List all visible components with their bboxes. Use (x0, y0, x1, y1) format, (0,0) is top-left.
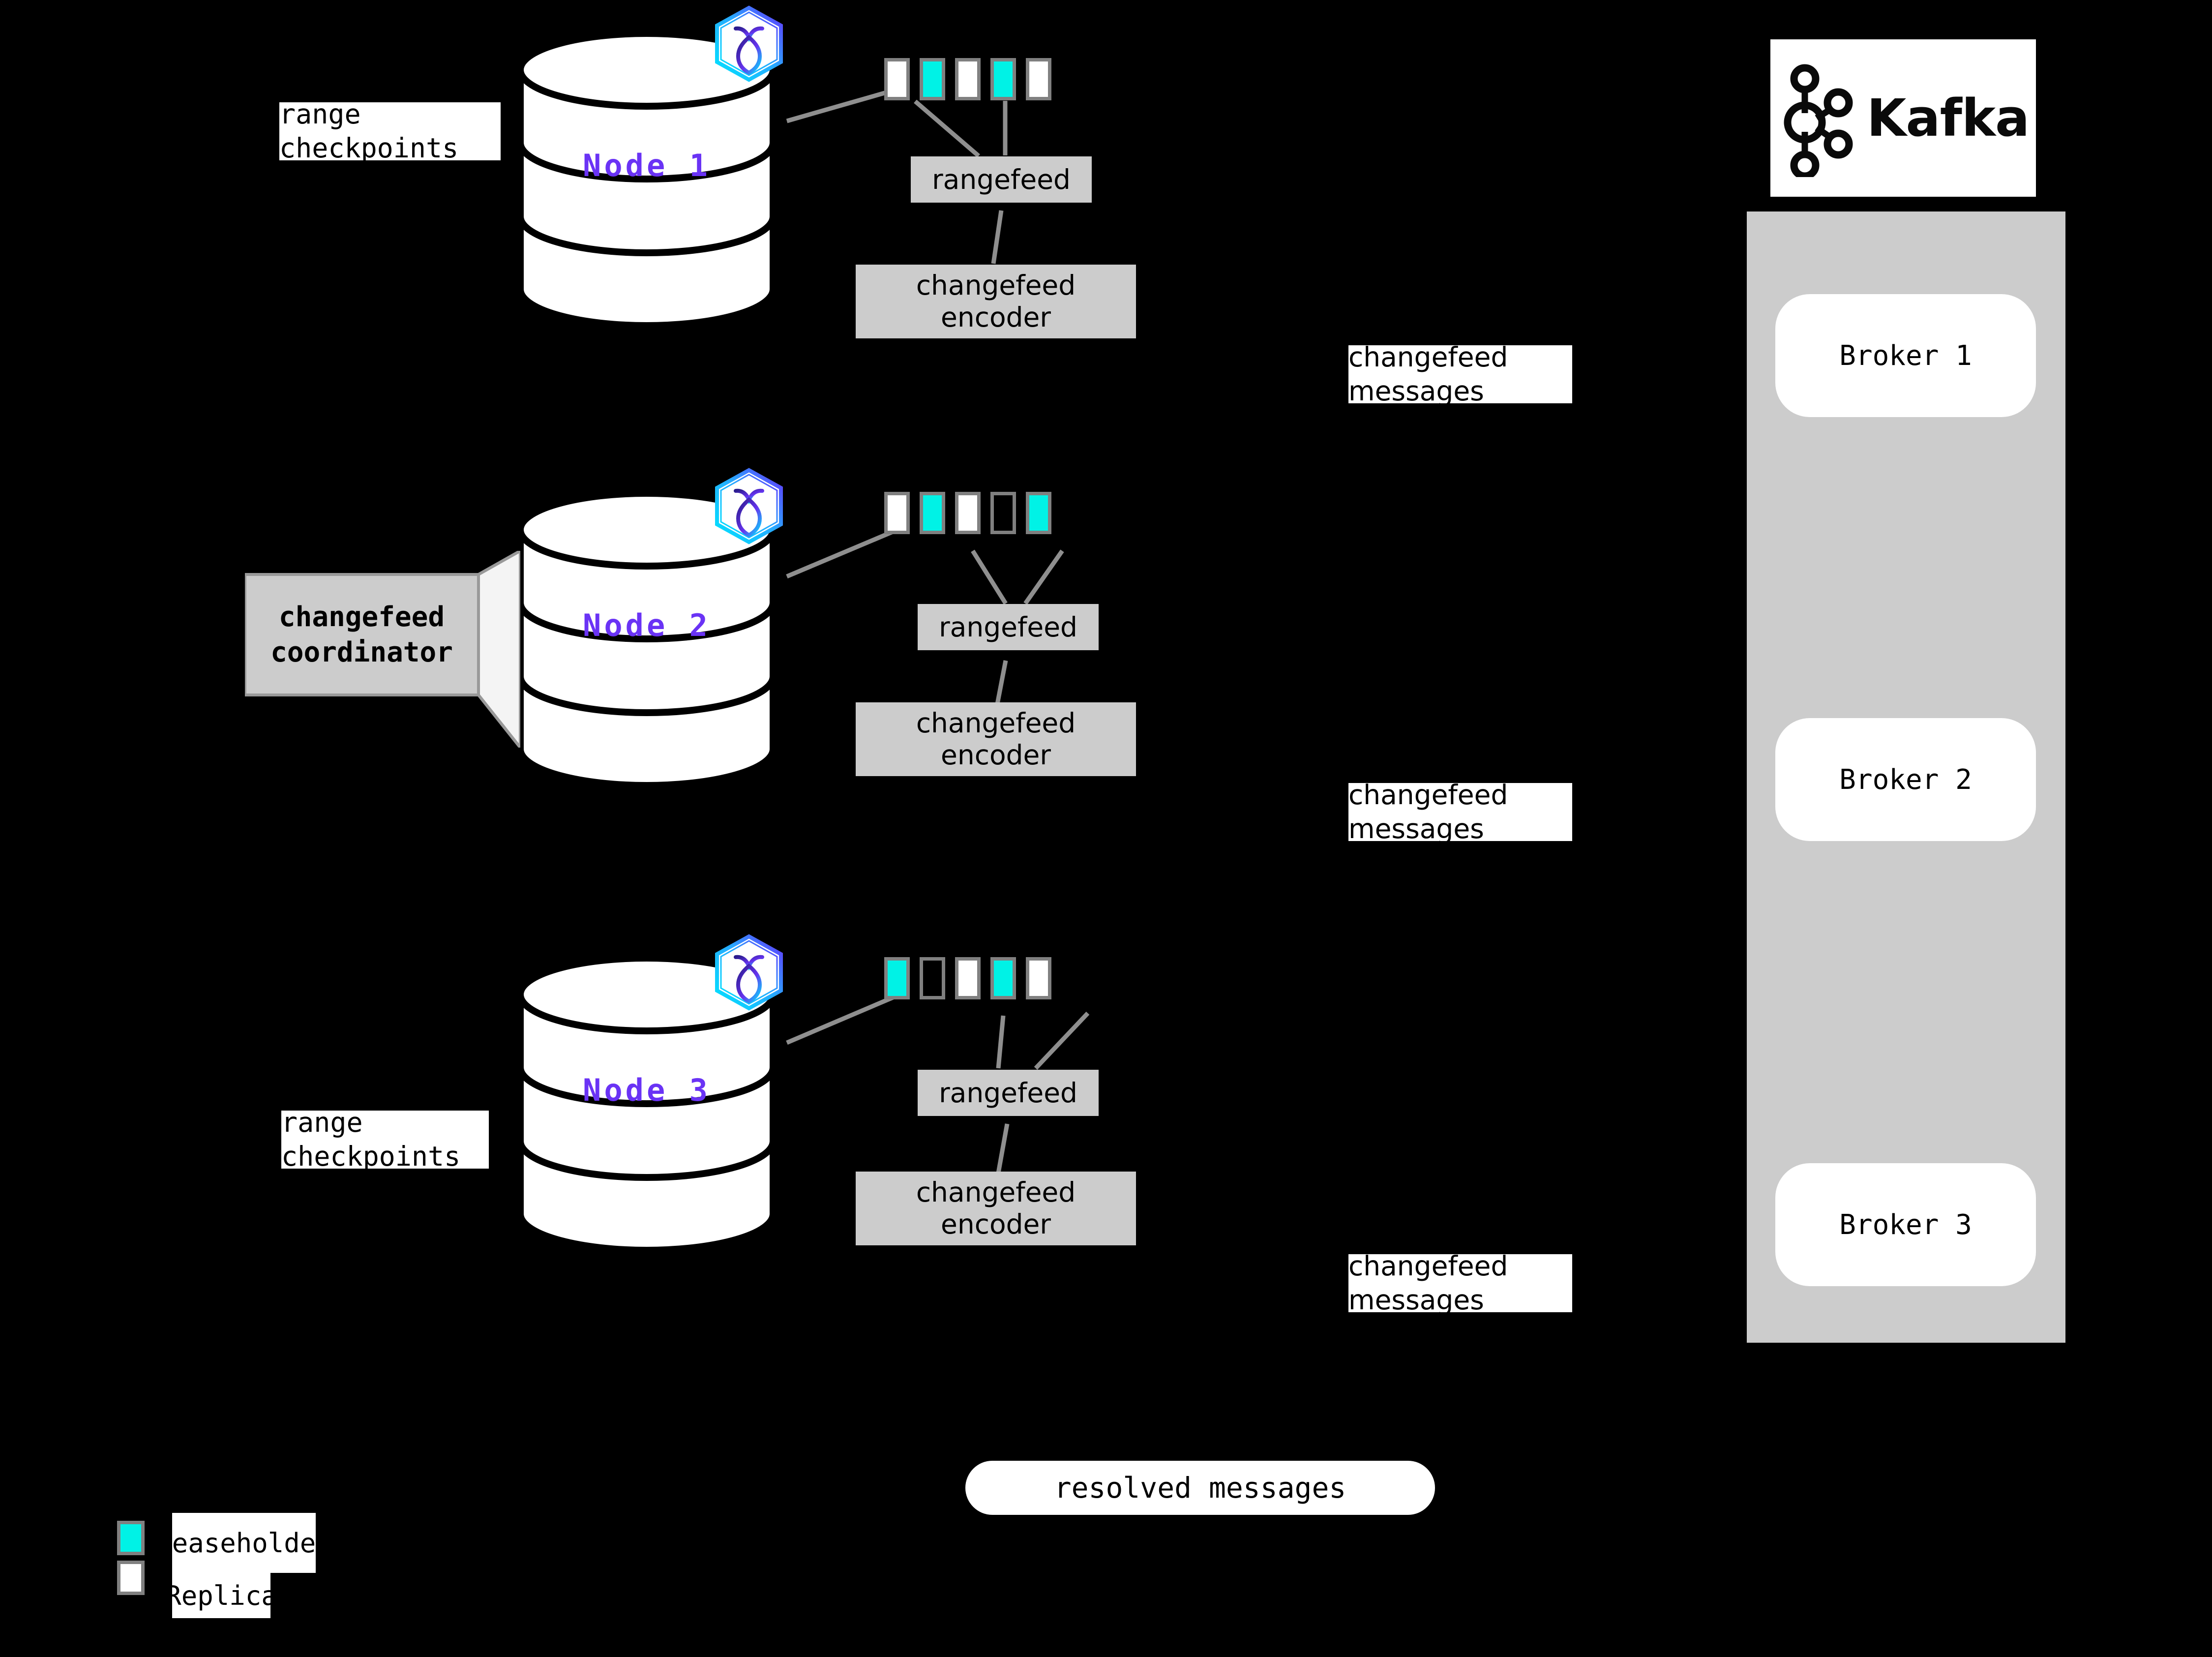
range-box[interactable] (955, 957, 981, 999)
cockroachdb-logo-icon (712, 5, 786, 84)
kafka-mark-icon (1784, 64, 1853, 177)
node-3-cylinder: Node 3 (516, 954, 777, 1254)
messages-line-1: changefeed (1348, 783, 1508, 811)
cockroachdb-logo-icon (712, 467, 786, 546)
node-1-label: Node 1 (583, 148, 711, 183)
broker-3[interactable]: Broker 3 (1775, 1163, 2036, 1286)
caption-line-1: range (279, 102, 361, 130)
node-2-rangefeed[interactable]: rangefeed (918, 604, 1099, 650)
kafka-broker-panel: Broker 1 Broker 2 Broker 3 (1747, 211, 2065, 1343)
range-box[interactable] (1026, 957, 1051, 999)
node-1-ranges (884, 58, 1051, 100)
legend-swatch-leaseholder (117, 1521, 145, 1555)
range-box[interactable] (1026, 492, 1051, 534)
encoder-line-1: changefeed (916, 1176, 1076, 1208)
legend: Leaseholder Replica (117, 1513, 432, 1621)
kafka-logo: Kafka (1770, 39, 2036, 197)
encoder-line-1: changefeed (916, 270, 1076, 301)
range-box[interactable] (990, 58, 1016, 100)
node-3-label: Node 3 (583, 1072, 711, 1108)
range-box[interactable] (920, 492, 945, 534)
range-box[interactable] (884, 957, 910, 999)
encoder-line-2: encoder (941, 301, 1051, 333)
legend-swatch-replica (117, 1561, 145, 1595)
node-2-changefeed-encoder[interactable]: changefeed encoder (856, 702, 1136, 776)
messages-line-1: changefeed (1348, 1254, 1508, 1282)
messages-line-1: changefeed (1348, 345, 1508, 373)
range-box[interactable] (920, 957, 945, 999)
node-1-rangefeed[interactable]: rangefeed (911, 156, 1092, 203)
legend-label-leaseholder: Leaseholder (172, 1513, 316, 1573)
cockroachdb-logo-icon (712, 934, 786, 1012)
node-1-cylinder: Node 1 (516, 30, 777, 330)
changefeed-messages-label-2: changefeed messages (1348, 783, 1572, 841)
messages-line-2: messages (1348, 1284, 1484, 1312)
legend-label-replica: Replica (172, 1573, 270, 1618)
resolved-messages-pill[interactable]: resolved messages (965, 1461, 1435, 1515)
changefeed-coordinator-callout[interactable]: changefeed coordinator (245, 551, 520, 748)
kafka-wordmark: Kafka (1866, 88, 2030, 148)
broker-2[interactable]: Broker 2 (1775, 718, 2036, 841)
changefeed-messages-label-1: changefeed messages (1348, 345, 1572, 403)
node-2-ranges (884, 492, 1051, 534)
node-3-changefeed-encoder[interactable]: changefeed encoder (856, 1172, 1136, 1245)
range-box[interactable] (884, 58, 910, 100)
node-3-rangefeed[interactable]: rangefeed (918, 1070, 1099, 1116)
range-box[interactable] (990, 492, 1016, 534)
changefeed-messages-label-3: changefeed messages (1348, 1254, 1572, 1312)
range-box[interactable] (955, 492, 981, 534)
range-box[interactable] (884, 492, 910, 534)
encoder-line-2: encoder (941, 1208, 1051, 1240)
node-1-changefeed-encoder[interactable]: changefeed encoder (856, 265, 1136, 338)
messages-line-2: messages (1348, 375, 1484, 403)
node-2-label: Node 2 (583, 607, 711, 643)
encoder-line-1: changefeed (916, 707, 1076, 739)
range-box[interactable] (1026, 58, 1051, 100)
range-box[interactable] (955, 58, 981, 100)
caption-line-2: checkpoints (279, 132, 459, 160)
caption-line-1: range (281, 1111, 363, 1139)
encoder-line-2: encoder (941, 739, 1051, 771)
node-3-range-checkpoints-caption: range checkpoints (281, 1111, 489, 1169)
coordinator-line-2: coordinator (270, 636, 453, 668)
broker-1[interactable]: Broker 1 (1775, 294, 2036, 417)
range-box[interactable] (920, 58, 945, 100)
messages-line-2: messages (1348, 813, 1484, 841)
coordinator-line-1: changefeed (278, 601, 445, 633)
node-1-range-checkpoints-caption: range checkpoints (279, 102, 501, 160)
node-3-ranges (884, 957, 1051, 999)
range-box[interactable] (990, 957, 1016, 999)
node-2-cylinder: Node 2 (516, 489, 777, 789)
caption-line-2: checkpoints (281, 1141, 461, 1169)
